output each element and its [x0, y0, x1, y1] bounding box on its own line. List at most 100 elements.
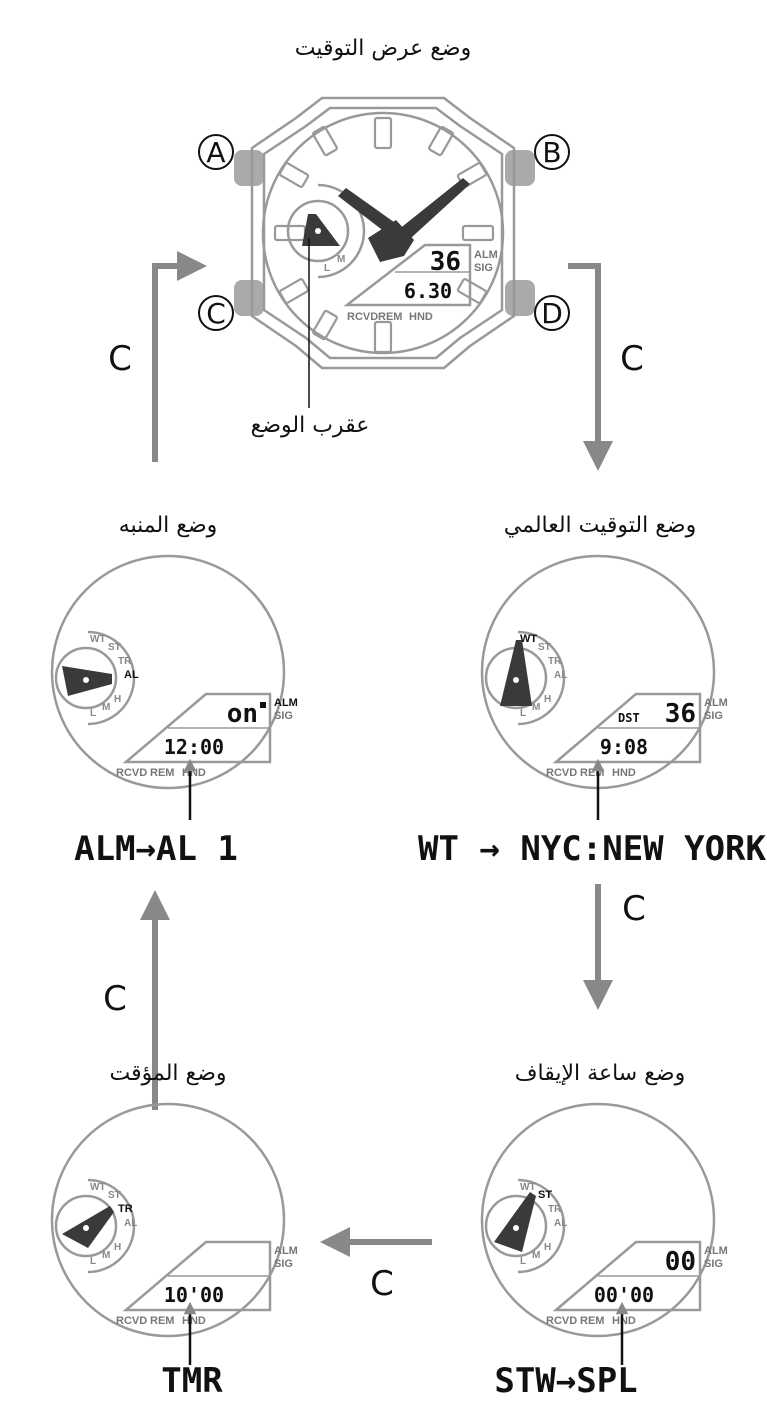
watch-case: [250, 96, 516, 370]
svg-text:ALM: ALM: [704, 1245, 728, 1257]
scale-letter-m: M: [337, 254, 345, 265]
svg-text:RCVD: RCVD: [546, 1315, 577, 1327]
svg-text:REM: REM: [150, 1315, 174, 1327]
alarm-lower: 12:00: [164, 735, 224, 759]
svg-text:ALM: ALM: [274, 697, 298, 709]
svg-text:SIG: SIG: [704, 710, 723, 722]
svg-text:HND: HND: [612, 767, 636, 779]
svg-text:H: H: [114, 694, 121, 705]
alarm-sequence: ALM→AL 1: [74, 829, 238, 869]
svg-text:HND: HND: [182, 767, 206, 779]
main-lcd-lower: 6.30: [404, 279, 452, 303]
svg-text:AL: AL: [124, 669, 139, 681]
svg-text:AL: AL: [124, 1218, 137, 1229]
stopwatch-upper: 00: [665, 1247, 696, 1277]
button-b-label: B: [542, 136, 561, 169]
arrow-to-timekeeping: [152, 251, 207, 462]
transition-c-label-2: C: [622, 889, 646, 929]
svg-text:M: M: [102, 1250, 110, 1261]
svg-text:ST: ST: [538, 642, 551, 653]
main-lcd-upper: 36: [430, 247, 461, 277]
bezel-inner: [262, 106, 504, 360]
svg-text:HND: HND: [182, 1315, 206, 1327]
alarm-watch: WT ST TR AL L M H on 12:00 ALM SIG RCVD …: [50, 554, 298, 790]
button-a-label: A: [206, 136, 225, 169]
stopwatch-mode-hand: [494, 1192, 536, 1252]
svg-text:H: H: [544, 694, 551, 705]
transition-c-label-3: C: [370, 1264, 394, 1304]
svg-text:TR: TR: [118, 656, 132, 667]
svg-text:M: M: [102, 702, 110, 713]
svg-text:AL: AL: [554, 670, 567, 681]
title-timekeeping-mode: وضع عرض التوقيت: [295, 36, 471, 61]
world-time-dst: DST: [618, 711, 640, 725]
svg-text:H: H: [114, 1242, 121, 1253]
main-lcd: 36 6.30 ALM SIG RCVD REM HND: [343, 243, 498, 323]
svg-text:WT: WT: [90, 634, 106, 645]
svg-text:ALM: ALM: [274, 1245, 298, 1257]
svg-text:SIG: SIG: [274, 1258, 293, 1270]
svg-text:ALM: ALM: [704, 697, 728, 709]
hand-hub: [368, 220, 414, 262]
svg-text:TR: TR: [548, 656, 562, 667]
svg-text:H: H: [544, 1242, 551, 1253]
svg-text:HND: HND: [612, 1315, 636, 1327]
arrow-to-world-time: [568, 263, 613, 471]
svg-text:L: L: [520, 708, 526, 719]
world-time-lower: 9:08: [600, 735, 648, 759]
svg-text:TR: TR: [548, 1204, 562, 1215]
title-alarm-mode: وضع المنبه: [119, 513, 218, 538]
button-c-pusher: [234, 280, 264, 316]
button-a-icon: [198, 134, 234, 170]
svg-text:ST: ST: [538, 1189, 552, 1201]
button-b-icon: [534, 134, 570, 170]
transition-c-label-4: C: [103, 979, 127, 1019]
svg-text:REM: REM: [150, 767, 174, 779]
world-time-upper: 36: [665, 699, 696, 729]
scale-letter-l: L: [324, 263, 330, 274]
svg-text:M: M: [532, 1250, 540, 1261]
svg-text:RCVD: RCVD: [546, 767, 577, 779]
svg-text:L: L: [90, 708, 96, 719]
title-timer-mode: وضع المؤقت: [109, 1061, 226, 1086]
world-time-mode-hand: [500, 640, 532, 706]
title-world-time-mode: وضع التوقيت العالمي: [504, 513, 696, 538]
title-stopwatch-mode: وضع ساعة الإيقاف: [515, 1061, 685, 1086]
minute-hand: [388, 178, 470, 248]
main-watch: L M 36 6.30 ALM SIG RCVD REM HND A B C D: [198, 96, 570, 370]
svg-text:L: L: [520, 1256, 526, 1267]
svg-text:AL: AL: [554, 1218, 567, 1229]
transition-c-label-1: C: [620, 339, 644, 379]
svg-text:RCVD: RCVD: [116, 1315, 147, 1327]
main-label-rcvd: RCVD: [347, 311, 378, 323]
button-a-pusher: [234, 150, 264, 186]
svg-text:SIG: SIG: [274, 710, 293, 722]
button-b-pusher: [505, 150, 535, 186]
svg-text:WT: WT: [90, 1182, 106, 1193]
transition-c-label-5: C: [108, 339, 132, 379]
timer-watch: WT ST TR AL L M H 10'00 ALM SIG RCVD REM…: [50, 1102, 298, 1338]
svg-text:WT: WT: [520, 633, 537, 645]
subdial-scale-ring: [317, 183, 366, 279]
main-label-alm: ALM: [474, 249, 498, 261]
svg-text:TR: TR: [118, 1203, 133, 1215]
svg-text:WT: WT: [520, 1182, 536, 1193]
svg-text:REM: REM: [580, 1315, 604, 1327]
alarm-upper: on: [227, 699, 258, 729]
svg-text:M: M: [532, 702, 540, 713]
timer-lower: 10'00: [164, 1283, 224, 1307]
stopwatch-lower: 00'00: [594, 1283, 654, 1307]
button-c-label: C: [206, 297, 226, 330]
mode-hand-label: عقرب الوضع: [251, 413, 370, 438]
main-label-rem: REM: [378, 311, 402, 323]
button-d-pusher: [505, 280, 535, 316]
svg-text:ST: ST: [108, 1190, 121, 1201]
mode-subdial: [286, 199, 350, 263]
button-d-icon: [534, 295, 570, 331]
svg-text:L: L: [90, 1256, 96, 1267]
svg-text:RCVD: RCVD: [116, 767, 147, 779]
button-c-icon: [198, 295, 234, 331]
svg-text:REM: REM: [580, 767, 604, 779]
world-time-sequence: WT → NYC:NEW YORK: [418, 829, 767, 869]
